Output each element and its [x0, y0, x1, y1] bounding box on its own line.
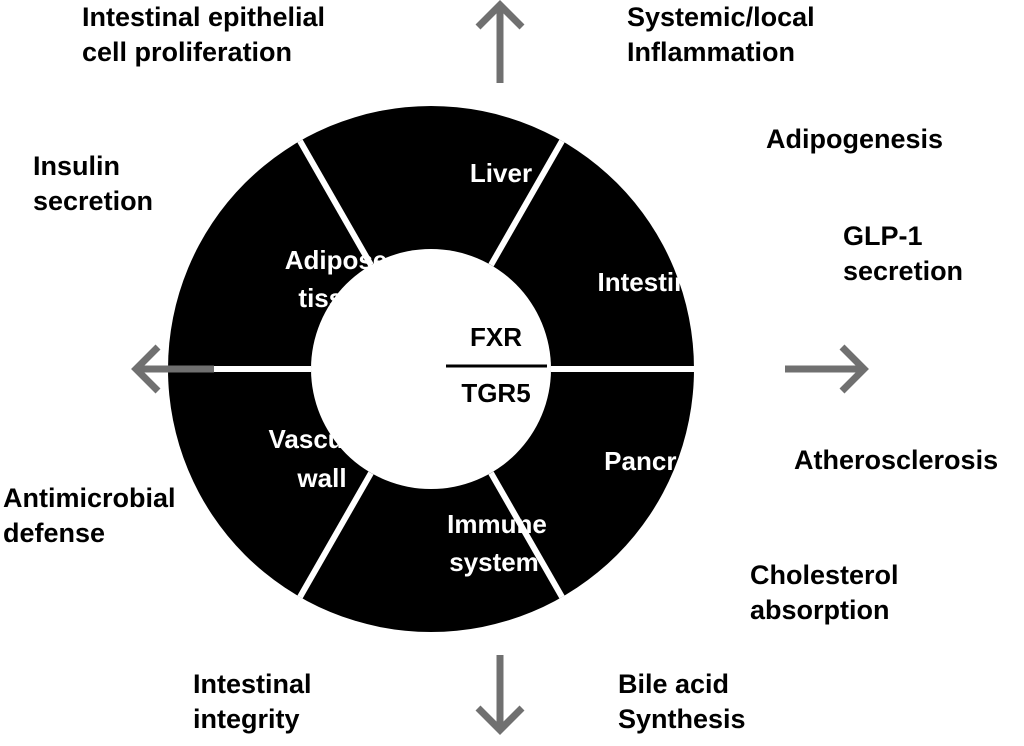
- effect-adipogenesis: Adipogenesis: [766, 124, 944, 154]
- arrow-up-icon: [475, 0, 525, 83]
- segment-adipose-tissue-line2: tissue: [298, 283, 373, 313]
- effect-antimicrobial-defense: Antimicrobial defense: [3, 483, 176, 549]
- center-circle: [311, 249, 551, 489]
- effect-systemic-inflammation: Systemic/local Inflammation: [627, 2, 815, 68]
- segment-pancreas: Pancreas: [604, 446, 720, 476]
- arrow-left-icon: [131, 344, 214, 394]
- center-label-tgr5: TGR5: [461, 378, 530, 408]
- effect-glp1-secretion: GLP-1 secretion: [843, 221, 964, 287]
- effect-cholesterol-absorption: Cholesterol absorption: [750, 560, 899, 626]
- segment-vascular-wall-line1: Vascular: [269, 424, 376, 454]
- effect-intestinal-epithelial-proliferation: Intestinal epithelial cell proliferation: [82, 2, 326, 68]
- effect-bile-acid-synthesis: Bile acid Synthesis: [618, 669, 746, 735]
- effect-intestinal-integrity: Intestinal integrity: [193, 669, 312, 735]
- segment-adipose-tissue-line1: Adipose: [285, 245, 388, 275]
- effect-insulin-secretion: Insulin secretion: [33, 151, 154, 217]
- center-label-fxr: FXR: [470, 322, 522, 352]
- segment-vascular-wall-line2: wall: [296, 463, 346, 493]
- segment-immune-system-line2: system: [449, 547, 539, 577]
- segment-liver: Liver: [470, 158, 532, 188]
- arrow-right-icon: [785, 344, 869, 394]
- segment-immune-system-line1: Immune: [447, 509, 547, 539]
- effect-atherosclerosis: Atherosclerosis: [794, 445, 999, 475]
- arrow-down-icon: [475, 655, 525, 735]
- segment-intestine: Intestine: [598, 267, 705, 297]
- segment-dividers: [168, 139, 694, 599]
